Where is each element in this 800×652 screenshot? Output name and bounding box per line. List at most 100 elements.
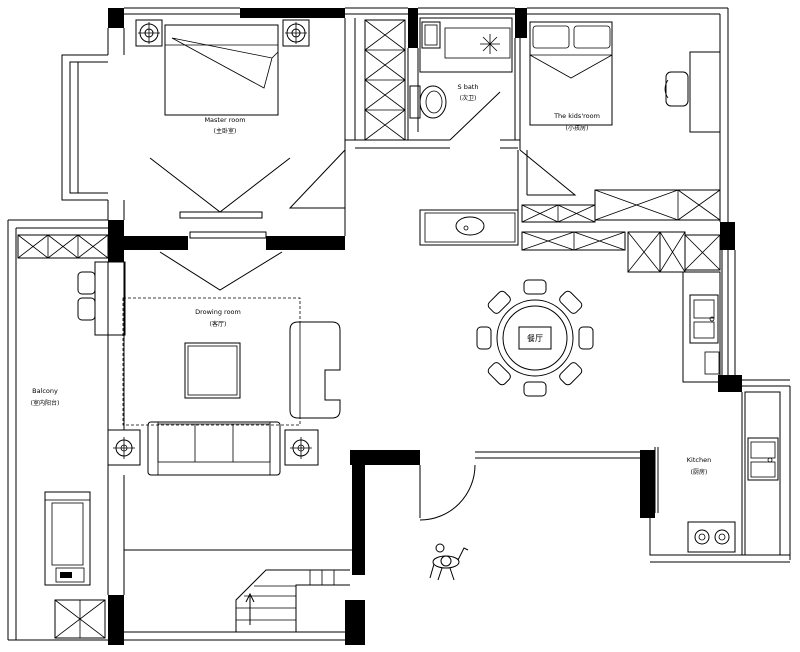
- sink-basin: [693, 321, 715, 339]
- chaise-sofa: [289, 321, 341, 419]
- cabinet-x-marks: [54, 599, 106, 639]
- side-table-right: [284, 429, 319, 466]
- master-room-label: Master room: [204, 116, 245, 124]
- hall-washbasin-drain: [463, 225, 469, 231]
- dining-chair: [487, 290, 511, 314]
- chair-seat: [476, 326, 492, 350]
- shower-enclosure: [419, 17, 513, 73]
- solid-walls: [108, 8, 742, 645]
- side-table: [107, 429, 141, 466]
- lamp-crosshair: [285, 22, 307, 44]
- person-hair: [435, 543, 445, 553]
- master-bay-window: [61, 54, 108, 201]
- kitchen-label: Kitchen: [687, 456, 711, 464]
- treadmill-console: [55, 567, 85, 583]
- kitchen: Kitchen (厨房): [682, 271, 781, 556]
- master-left-wall: [107, 28, 125, 220]
- balcony-cabinet: [17, 234, 109, 259]
- burner-inner: [698, 533, 706, 541]
- s-bath: S bath (次卫): [409, 17, 513, 141]
- kitchen-bottom-wall: [649, 518, 790, 563]
- burner-icon: [694, 529, 710, 545]
- dining-label: 餐厅: [527, 334, 543, 343]
- bath-door-swing: [449, 91, 501, 141]
- wall-master-top-left-corner: [108, 8, 124, 28]
- burner-icon: [714, 529, 730, 545]
- toilet-seat: [425, 90, 443, 114]
- bottom-wall: [124, 631, 345, 641]
- drawing-tv-unit: [189, 231, 267, 239]
- cabinet-row-2: [521, 231, 626, 251]
- chair-seat: [523, 279, 547, 295]
- balcony-table: [94, 261, 126, 336]
- toilet-bowl-icon: [419, 85, 447, 119]
- chair-seat: [578, 326, 594, 350]
- nightstand: [135, 19, 163, 47]
- kids-bed: [529, 21, 613, 126]
- coffee-table-inner: [187, 345, 238, 396]
- chair-seat: [487, 290, 511, 314]
- cabinet-row-1: [521, 204, 596, 223]
- balcony-bottom-cabinet: [54, 599, 106, 639]
- balcony-label-zh: (室内阳台): [31, 399, 60, 407]
- cabinet-x-marks: [684, 234, 721, 271]
- dining-chair: [523, 381, 547, 397]
- burner-inner: [718, 533, 726, 541]
- dining-chair: [487, 362, 511, 386]
- treadmill-handle: [44, 491, 91, 501]
- s-bath-label: S bath: [458, 83, 479, 91]
- wall-balcony-bottom: [108, 595, 124, 645]
- master-nightstand-right: [282, 19, 310, 47]
- refrigerator: [627, 231, 686, 273]
- kids-desk-chair: [665, 71, 689, 107]
- kids-door-swing: [519, 149, 577, 196]
- cabinet-x-marks: [17, 234, 109, 259]
- fridge-x-marks: [627, 231, 686, 273]
- kids-room-label-zh: (小孩房): [566, 124, 589, 132]
- drawing-room-label-zh: (客厅): [210, 320, 227, 328]
- balcony-label: Balcony: [32, 387, 58, 395]
- kitchen-upper-small-unit: [704, 351, 720, 375]
- dining-label-box: [518, 326, 552, 350]
- sofa-cushion-dividers: [194, 424, 234, 462]
- dining-table-inner: [502, 305, 568, 371]
- sink-basin: [750, 461, 776, 478]
- dining-chair: [559, 290, 583, 314]
- sofa-armrests: [157, 422, 271, 475]
- chair-seat: [523, 381, 547, 397]
- hall-counter-inner: [424, 212, 516, 243]
- dining-table: [496, 299, 574, 377]
- wall-kids-top-left: [515, 8, 527, 38]
- kids-desk-chair-back: [664, 79, 669, 99]
- bath-walls: [407, 38, 521, 210]
- master-tv-unit: [179, 211, 263, 219]
- treadmill-display: [60, 572, 72, 578]
- master-room-label-zh: (主卧室): [214, 127, 237, 135]
- drawing-room: Drowing room (客厅): [107, 231, 341, 476]
- sink-basin: [693, 299, 715, 319]
- person-head: [440, 555, 452, 567]
- exterior-top-lines: [124, 7, 728, 15]
- kids-room: The kids'room (小孩房): [519, 21, 721, 221]
- dining-area: 餐厅: [476, 279, 594, 397]
- dining-chair: [578, 326, 594, 350]
- kitchen-upper-counter: [682, 271, 721, 383]
- wall-kitchen-top: [720, 222, 735, 250]
- kids-room-label: The kids'room: [553, 112, 600, 120]
- wardrobe-x-marks: [594, 189, 721, 221]
- hall-counter: [419, 209, 519, 246]
- cabinet-corner: [684, 234, 721, 271]
- wall-kitchen-left: [640, 450, 655, 518]
- sofa-outline: [147, 421, 281, 476]
- coffee-table: [184, 342, 241, 399]
- cabinet-outline: [17, 234, 109, 259]
- bath-basin-inner: [424, 24, 438, 46]
- dining-chair: [476, 326, 492, 350]
- cabinet-x-marks: [521, 204, 596, 223]
- stair-outer-boundary: [235, 569, 350, 632]
- wall-entrance-top: [350, 450, 420, 465]
- s-bath-label-zh: (次卫): [460, 94, 477, 102]
- chair-seat: [559, 290, 583, 314]
- entrance: [419, 464, 476, 581]
